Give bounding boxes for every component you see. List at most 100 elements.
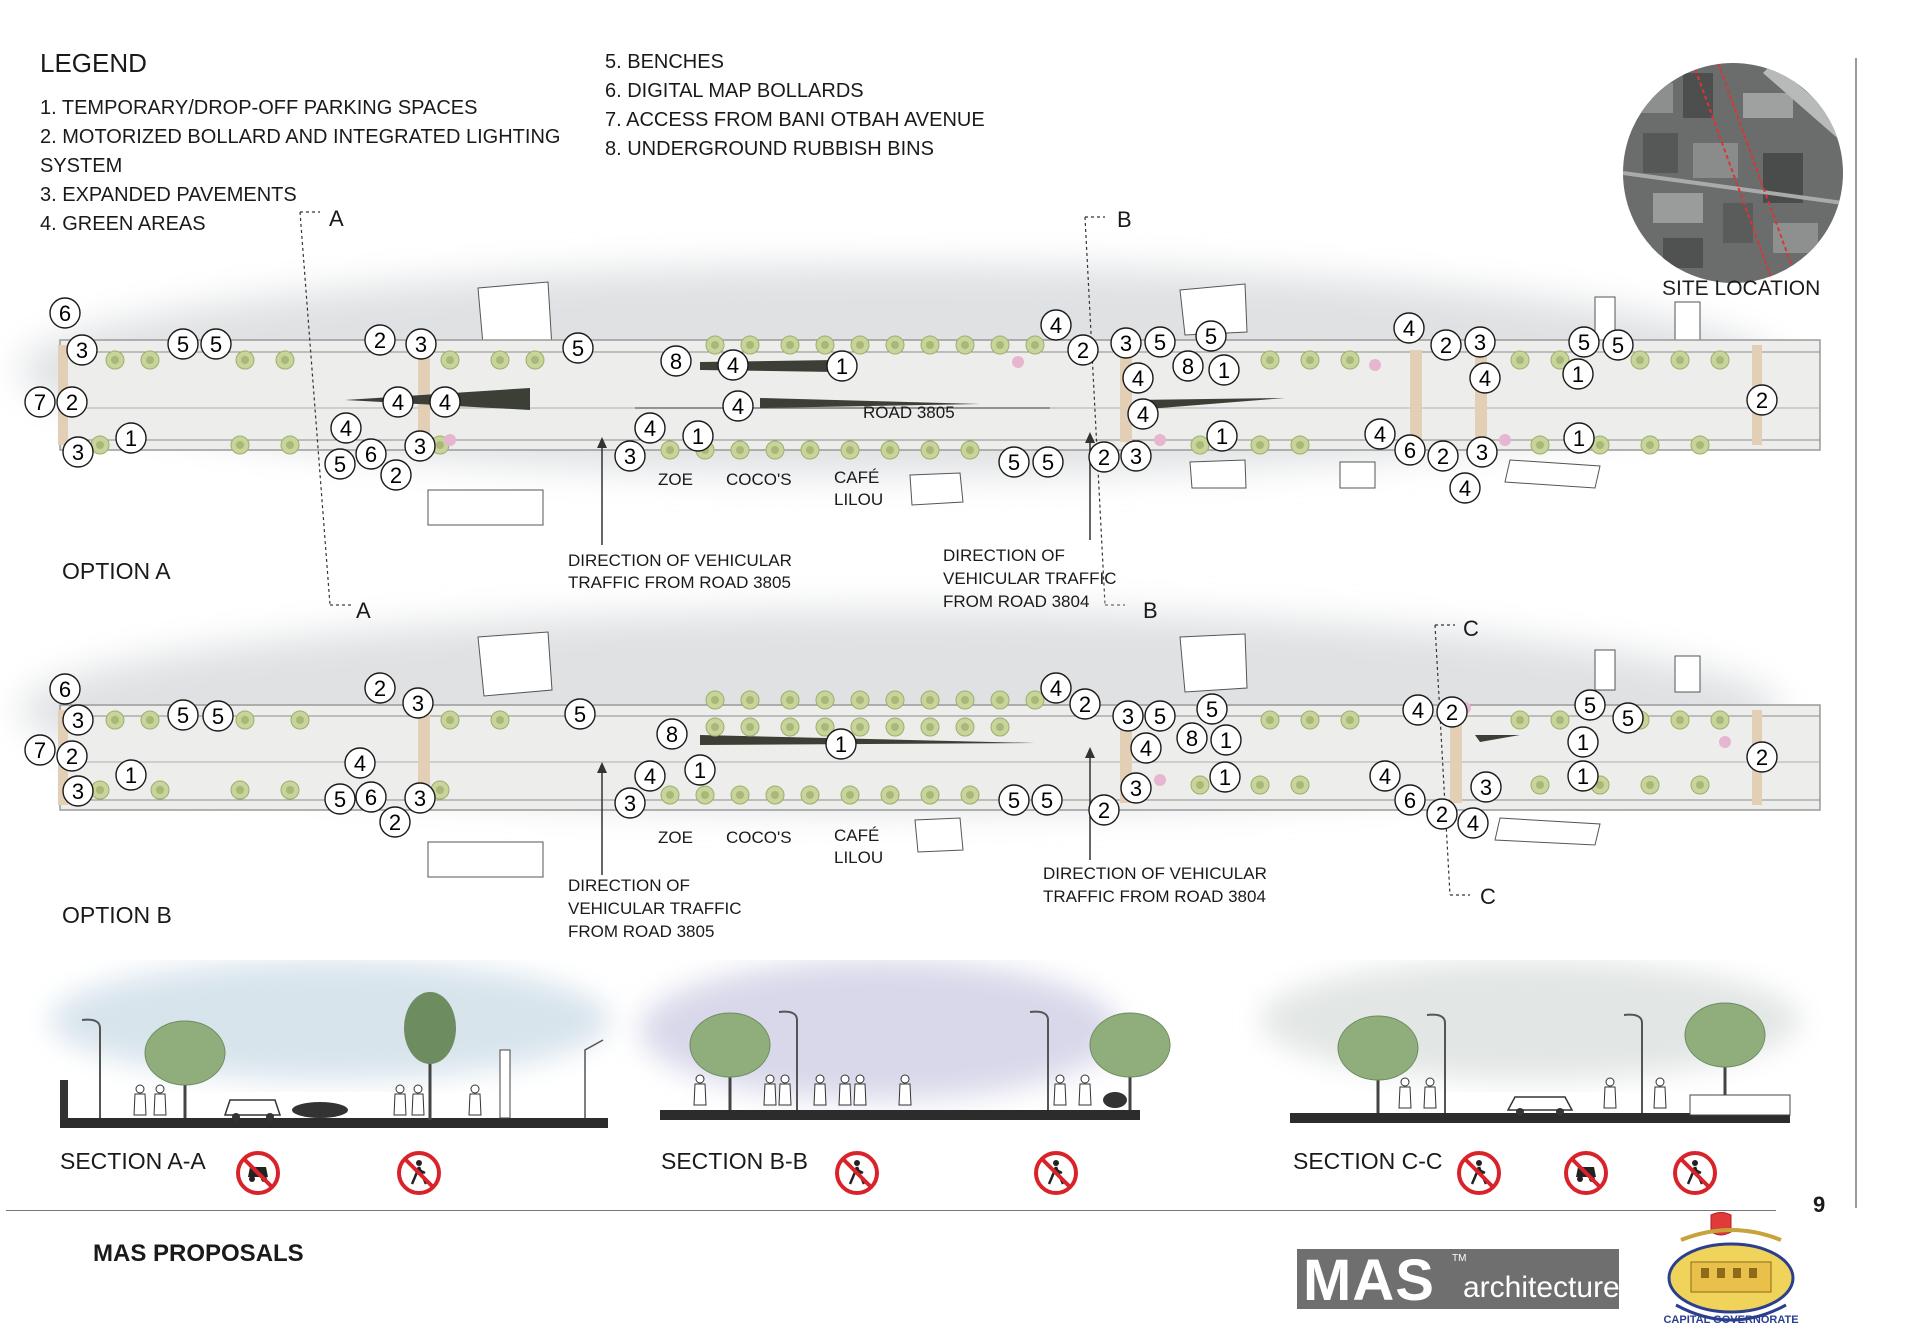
svg-text:2: 2 <box>1077 338 1089 363</box>
svg-text:8: 8 <box>666 722 678 747</box>
svg-text:8: 8 <box>1186 726 1198 751</box>
svg-text:3: 3 <box>414 434 426 459</box>
svg-text:5: 5 <box>1008 450 1020 475</box>
svg-text:2: 2 <box>66 744 78 769</box>
section-mark: A <box>356 598 371 623</box>
svg-text:1: 1 <box>1577 764 1589 789</box>
page-number: 9 <box>1813 1192 1826 1217</box>
svg-text:5: 5 <box>1008 788 1020 813</box>
option-a-markers: 6 3 5 5 7 2 3 1 2 3 5 4 4 4 5 6 3 2 8 4 … <box>24 297 1778 504</box>
svg-text:1: 1 <box>692 424 704 449</box>
legend-list-left: 1. TEMPORARY/DROP-OFF PARKING SPACES 2. … <box>40 94 560 239</box>
svg-text:4: 4 <box>644 764 656 789</box>
svg-text:1: 1 <box>835 732 847 757</box>
svg-text:4: 4 <box>644 416 656 441</box>
section-mark: A <box>329 206 344 231</box>
direction-line: VEHICULAR TRAFFIC <box>943 569 1117 588</box>
section-line-a <box>299 211 1125 606</box>
svg-text:5: 5 <box>1205 324 1217 349</box>
svg-text:3: 3 <box>1122 704 1134 729</box>
direction-note: DIRECTION OF VEHICULAR TRAFFIC FROM ROAD… <box>1043 862 1267 908</box>
logo-main-text: MAS <box>1303 1248 1435 1313</box>
legend-item: 1. TEMPORARY/DROP-OFF PARKING SPACES <box>40 97 478 119</box>
prohibition-signs <box>236 1151 1717 1195</box>
svg-text:5: 5 <box>334 452 346 477</box>
direction-line: DIRECTION OF VEHICULAR <box>1043 864 1267 883</box>
svg-text:1: 1 <box>836 354 848 379</box>
svg-text:4: 4 <box>732 394 744 419</box>
svg-text:3: 3 <box>1130 776 1142 801</box>
direction-line: DIRECTION OF <box>943 546 1065 565</box>
svg-text:4: 4 <box>392 390 404 415</box>
svg-text:7: 7 <box>34 390 46 415</box>
svg-text:2: 2 <box>389 810 401 835</box>
svg-text:4: 4 <box>1467 811 1479 836</box>
svg-text:4: 4 <box>1050 313 1062 338</box>
street-sections <box>50 960 1800 1128</box>
svg-text:4: 4 <box>1379 764 1391 789</box>
svg-text:4: 4 <box>1132 366 1144 391</box>
svg-text:2: 2 <box>1440 333 1452 358</box>
gov-logo-text: CAPITAL GOVERNORATE <box>1663 1314 1798 1326</box>
legend-item: 2. MOTORIZED BOLLARD AND INTEGRATED LIGH… <box>40 126 561 148</box>
svg-text:8: 8 <box>1182 354 1194 379</box>
svg-text:7: 7 <box>34 738 46 763</box>
svg-text:1: 1 <box>1573 426 1585 451</box>
svg-text:4: 4 <box>354 751 366 776</box>
shop-label: ZOE <box>658 470 693 489</box>
option-a-plan <box>20 211 1821 606</box>
svg-text:2: 2 <box>1079 692 1091 717</box>
svg-text:3: 3 <box>1476 440 1488 465</box>
svg-text:2: 2 <box>1436 802 1448 827</box>
svg-text:4: 4 <box>1412 698 1424 723</box>
svg-text:2: 2 <box>1437 444 1449 469</box>
direction-note: DIRECTION OF VEHICULAR TRAFFIC FROM ROAD… <box>568 874 742 943</box>
svg-text:5: 5 <box>210 332 222 357</box>
svg-text:1: 1 <box>1219 765 1231 790</box>
frame-vertical-line <box>1855 58 1857 1208</box>
footer-title: MAS PROPOSALS <box>93 1240 304 1267</box>
direction-line: FROM ROAD 3804 <box>943 592 1090 611</box>
svg-text:5: 5 <box>1041 788 1053 813</box>
svg-text:3: 3 <box>415 332 427 357</box>
option-b-markers: 6 3 5 5 7 2 3 1 2 3 5 4 5 6 3 2 8 1 4 1 … <box>24 672 1778 839</box>
svg-text:3: 3 <box>624 444 636 469</box>
svg-text:6: 6 <box>365 442 377 467</box>
svg-text:5: 5 <box>1584 693 1596 718</box>
shop-label: LILOU <box>834 848 884 867</box>
street-plans: 6 3 5 5 7 2 3 1 2 3 5 4 4 4 5 6 3 2 8 4 … <box>20 211 1821 896</box>
svg-text:5: 5 <box>1612 333 1624 358</box>
svg-text:4: 4 <box>1050 676 1062 701</box>
svg-text:3: 3 <box>1474 330 1486 355</box>
site-location-label: SITE LOCATION <box>1662 277 1821 300</box>
section-c-c-label: SECTION C-C <box>1293 1148 1443 1174</box>
svg-text:2: 2 <box>66 390 78 415</box>
no-pedestrians-icon <box>1457 1151 1501 1195</box>
section-a-a-drawing <box>50 960 610 1128</box>
svg-text:3: 3 <box>72 779 84 804</box>
section-a-a-label: SECTION A-A <box>60 1148 206 1174</box>
option-b-label: OPTION B <box>62 902 172 928</box>
svg-text:4: 4 <box>1403 316 1415 341</box>
svg-text:4: 4 <box>1459 476 1471 501</box>
svg-text:4: 4 <box>1137 402 1149 427</box>
shop-label: COCO'S <box>726 470 792 489</box>
svg-text:5: 5 <box>334 787 346 812</box>
svg-text:6: 6 <box>59 677 71 702</box>
section-b-b-label: SECTION B-B <box>661 1148 808 1174</box>
direction-line: VEHICULAR TRAFFIC <box>568 899 742 918</box>
shop-label: COCO'S <box>726 828 792 847</box>
svg-text:1: 1 <box>1572 362 1584 387</box>
svg-text:4: 4 <box>439 390 451 415</box>
section-mark: B <box>1117 207 1132 232</box>
svg-text:5: 5 <box>212 704 224 729</box>
svg-text:6: 6 <box>365 785 377 810</box>
no-pedestrians-icon <box>1673 1151 1717 1195</box>
mas-architecture-logo: MAS TM architecture <box>1297 1248 1620 1313</box>
direction-line: FROM ROAD 3805 <box>568 922 715 941</box>
section-mark: C <box>1463 616 1479 641</box>
svg-text:1: 1 <box>1577 730 1589 755</box>
svg-text:4: 4 <box>1140 736 1152 761</box>
section-b-b-drawing <box>640 960 1172 1120</box>
legend-item: 7. ACCESS FROM BANI OTBAH AVENUE <box>605 109 985 131</box>
